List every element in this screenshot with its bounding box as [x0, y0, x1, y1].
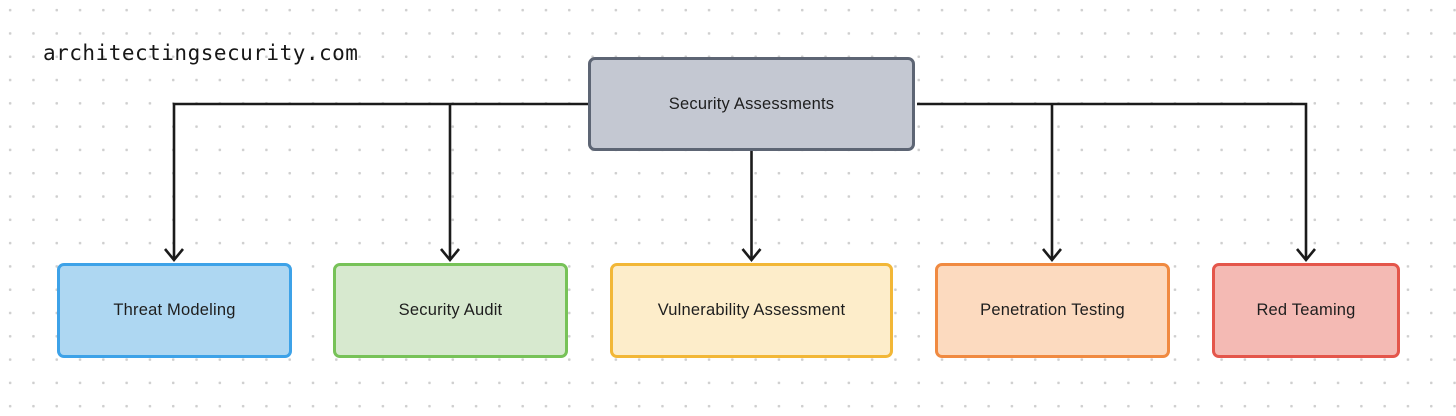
watermark-text: architectingsecurity.com: [43, 41, 359, 65]
arrow-down-icon: [163, 248, 185, 263]
connector-penetration-testing: [1041, 104, 1063, 263]
node-label: Vulnerability Assessment: [657, 301, 846, 319]
arrow-down-icon: [1041, 248, 1063, 263]
node-label: Threat Modeling: [113, 301, 236, 319]
arrow-down-icon: [1295, 248, 1317, 263]
connector-red-teaming: [917, 102, 1317, 263]
node-security-audit: Security Audit: [333, 263, 568, 358]
node-red-teaming: Red Teaming: [1212, 263, 1400, 358]
node-label: Security Assessments: [668, 94, 835, 113]
node-threat-modeling: Threat Modeling: [57, 263, 292, 358]
arrow-down-icon: [741, 248, 762, 263]
node-label: Security Audit: [398, 301, 503, 319]
node-security-assessments: Security Assessments: [588, 57, 915, 151]
node-label: Penetration Testing: [980, 301, 1125, 319]
connector-security-audit: [439, 104, 461, 263]
connector-threat-modeling: [163, 102, 588, 263]
arrow-down-icon: [439, 248, 461, 263]
node-penetration-testing: Penetration Testing: [935, 263, 1170, 358]
node-label: Red Teaming: [1256, 301, 1356, 319]
node-vulnerability-assessment: Vulnerability Assessment: [610, 263, 893, 358]
connector-vulnerability-assessment: [741, 151, 762, 263]
